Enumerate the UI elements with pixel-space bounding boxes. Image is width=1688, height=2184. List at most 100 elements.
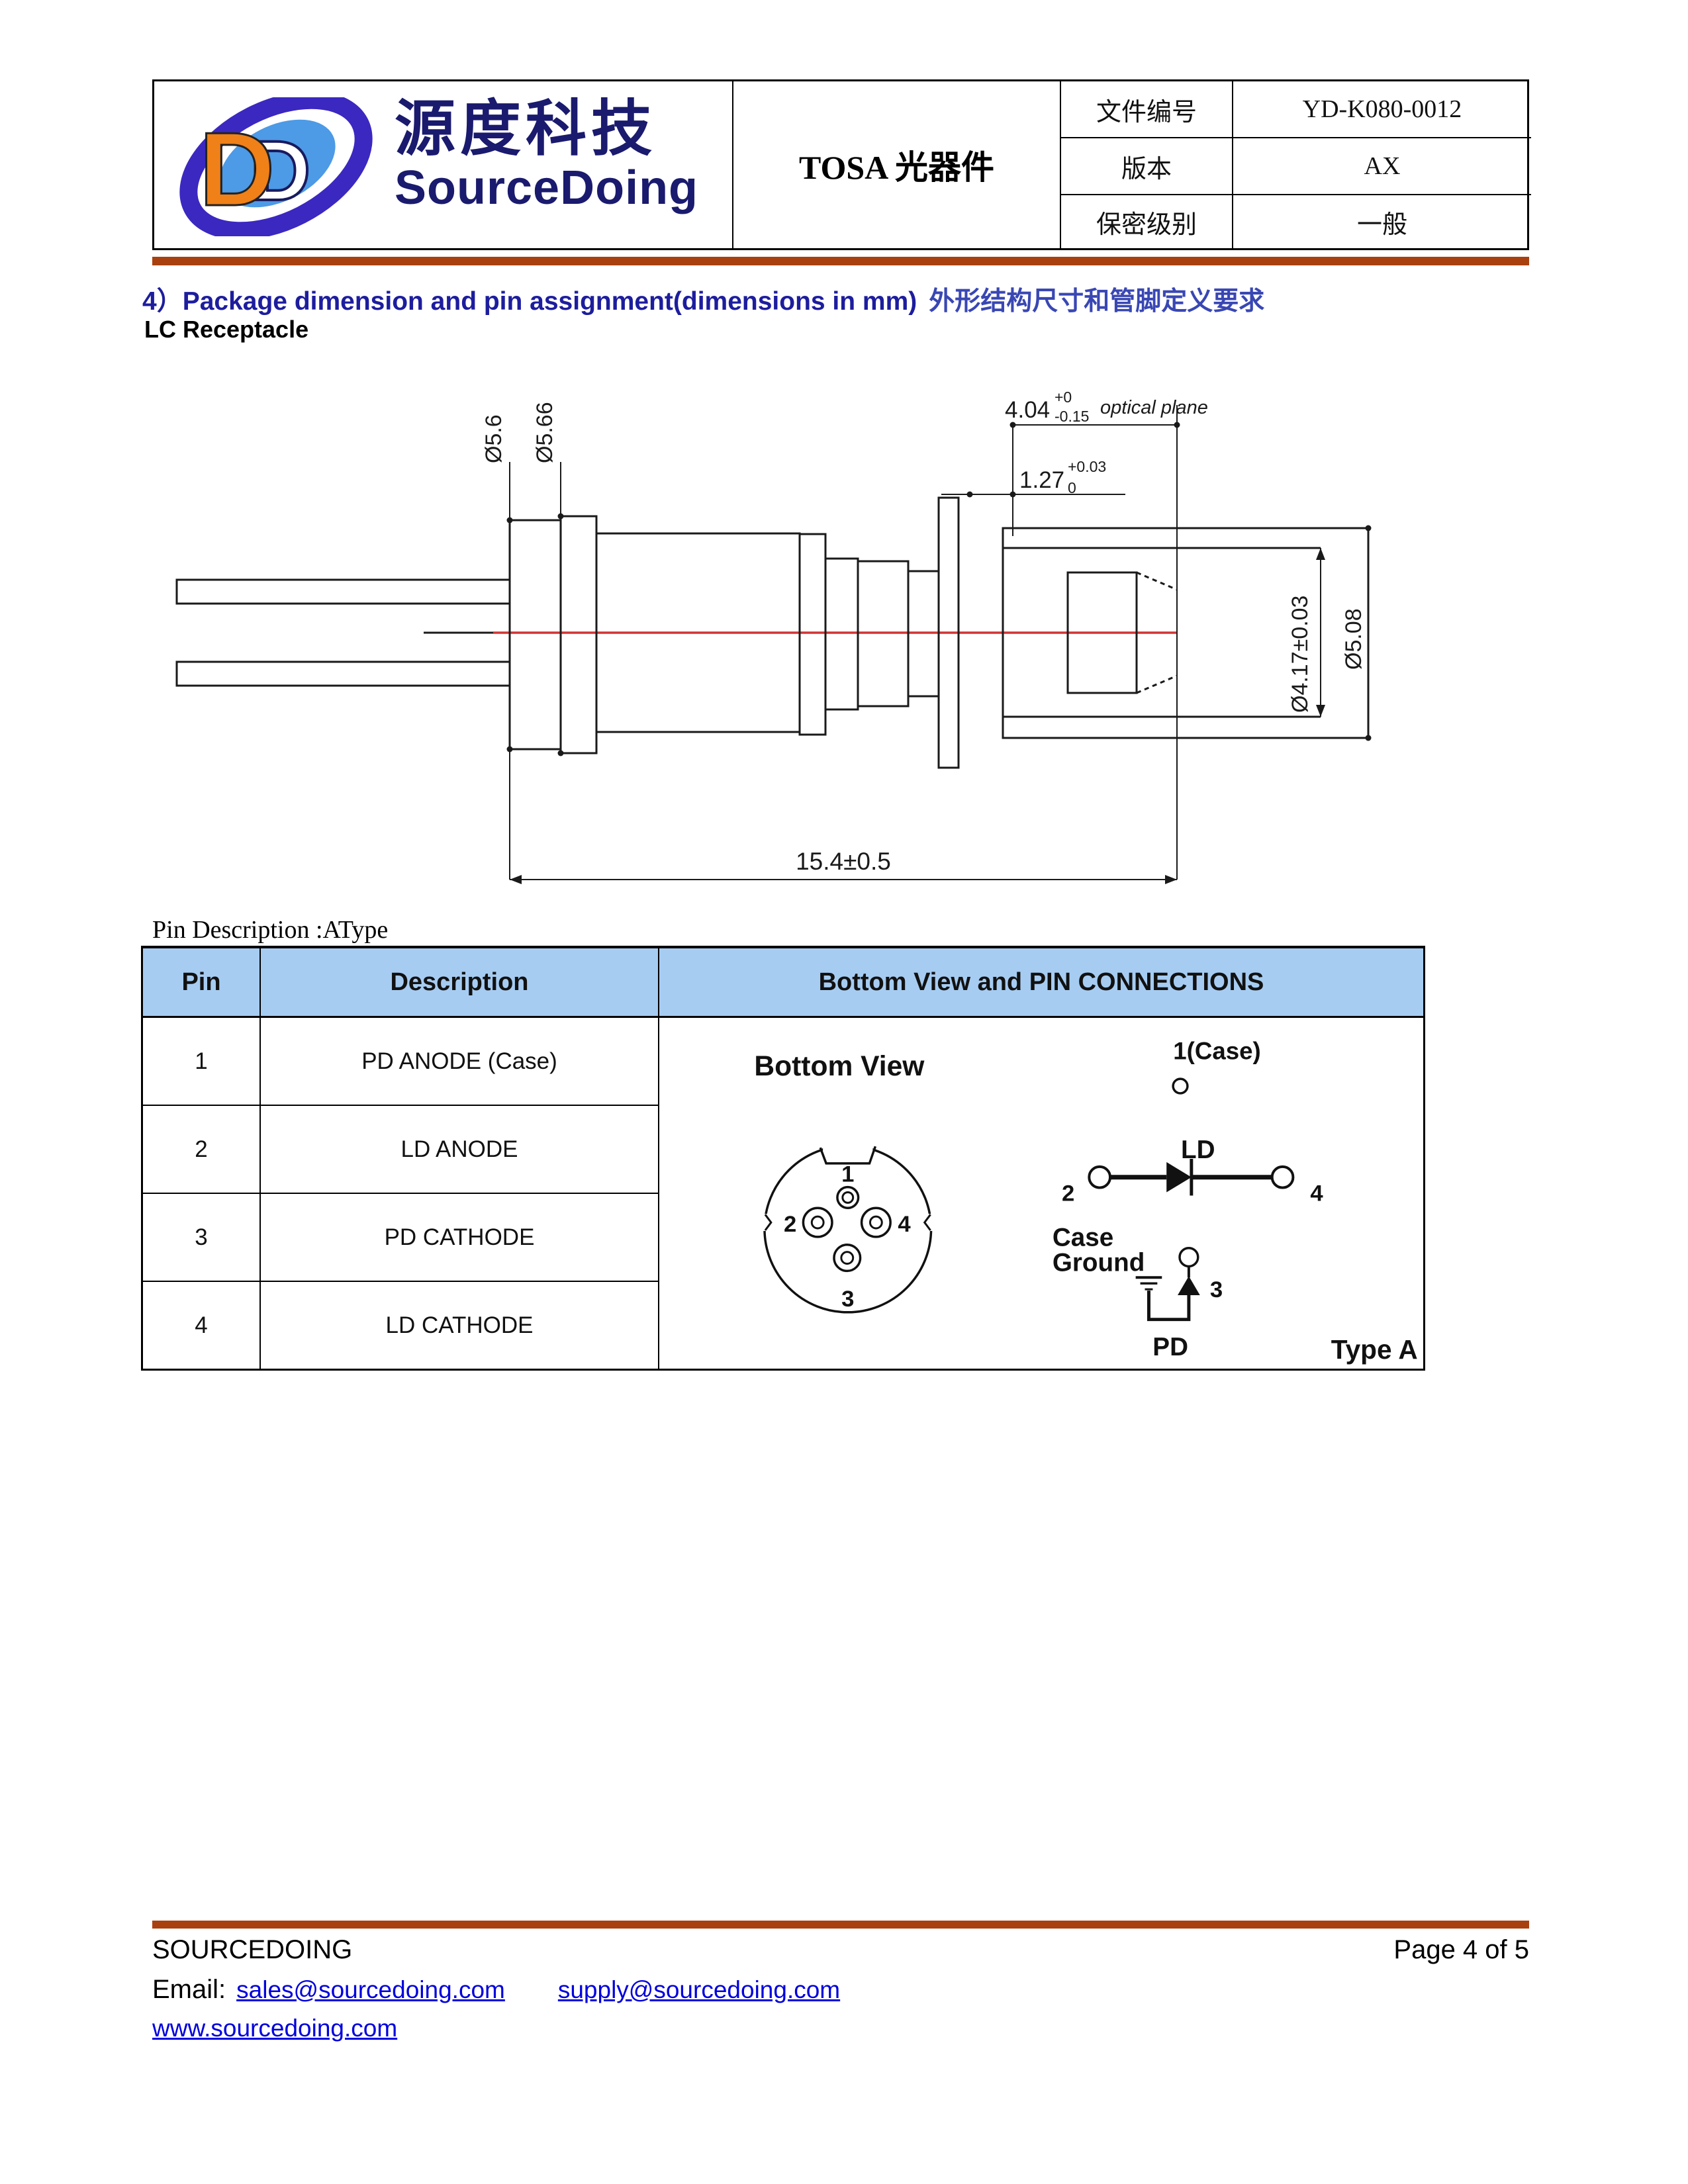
footer-company: SOURCEDOING <box>152 1935 353 1964</box>
pin1-case-label: 1(Case) <box>1173 1037 1260 1064</box>
logo-letter-d2: D <box>250 124 310 218</box>
section-title-zh: 外形结构尺寸和管脚定义要求 <box>929 287 1265 316</box>
footer-website-link[interactable]: www.sourcedoing.com <box>152 2015 398 2042</box>
flange-disc-a <box>508 519 562 751</box>
dim-404-sup: +0 <box>1055 388 1072 406</box>
type-a-label: Type A <box>1331 1334 1418 1365</box>
ground-icon <box>1135 1276 1162 1291</box>
meta-value-doc-number: YD-K080-0012 <box>1233 81 1531 138</box>
pin-table: Pin Description Bottom View and PIN CONN… <box>141 946 1425 1371</box>
can-notch <box>819 1146 877 1165</box>
ld-terminal-2 <box>1088 1165 1111 1189</box>
table-row-3-desc: PD CATHODE <box>261 1194 659 1282</box>
can-pin2-outer <box>802 1206 833 1238</box>
ld-pin4-label: 4 <box>1310 1181 1323 1206</box>
bottom-view-label: Bottom View <box>754 1050 925 1082</box>
table-row-2-desc: LD ANODE <box>261 1106 659 1194</box>
can-pin1-outer <box>836 1185 860 1210</box>
bottom-view-diagram-cell: Bottom View 1(Case) <box>659 1018 1423 1367</box>
cone-taper-bottom <box>1136 674 1178 694</box>
footer-email-sales-link[interactable]: sales@sourcedoing.com <box>236 1976 505 2003</box>
dim-154: 15.4±0.5 <box>796 848 891 875</box>
table-row-1-desc: PD ANODE (Case) <box>261 1018 659 1106</box>
section-number: 4） <box>142 287 183 316</box>
cone-taper-top <box>1136 571 1178 591</box>
can-pin4-label: 4 <box>898 1212 911 1237</box>
dim-127-sup: +0.03 <box>1068 458 1106 475</box>
table-row-1-pin: 1 <box>143 1018 261 1106</box>
can-pin1-label: 1 <box>841 1162 854 1187</box>
dim-56: Ø5.6 <box>481 414 506 463</box>
ld-diode-triangle <box>1166 1161 1192 1193</box>
can-nick-left <box>764 1214 773 1231</box>
can-pin4-inner <box>868 1215 883 1230</box>
can-pin2-label: 2 <box>784 1212 796 1237</box>
logo-text-block: 源度科技 SourceDoing <box>395 96 698 214</box>
logo-chinese-name: 源度科技 <box>395 95 657 163</box>
case-ground-label-1: Case <box>1053 1224 1113 1252</box>
logo-letter-d1: D <box>199 111 275 228</box>
pd-terminal-3 <box>1178 1246 1199 1268</box>
table-row-2-pin: 2 <box>143 1106 261 1194</box>
pd-label: PD <box>1152 1333 1188 1361</box>
pd-ground-wire <box>1147 1291 1191 1322</box>
can-nick-right <box>923 1214 931 1231</box>
dim-417: Ø4.17±0.03 <box>1288 596 1313 713</box>
doc-title-cell: TOSA 光器件 <box>733 81 1061 248</box>
section-subtitle: LC Receptacle <box>144 316 309 343</box>
logo-mark-icon: D D <box>179 97 373 236</box>
lead-pin-bottom <box>175 660 511 687</box>
sourcedoing-logo: D D 源度科技 SourceDoing <box>166 96 722 236</box>
meta-label-secrecy: 保密级别 <box>1061 195 1233 248</box>
doc-title: TOSA 光器件 <box>799 149 994 186</box>
pd-diode-triangle <box>1178 1276 1200 1296</box>
can-pin1-inner <box>841 1191 855 1204</box>
lead-pin-top <box>175 578 511 605</box>
col-header-bottom-view: Bottom View and PIN CONNECTIONS <box>659 948 1423 1018</box>
dim-404: 4.04 <box>1005 397 1050 423</box>
footer-email-line: Email: sales@sourcedoing.com supply@source… <box>152 1975 840 2005</box>
ld-label: LD <box>1181 1136 1215 1164</box>
col-header-description: Description <box>261 948 659 1018</box>
dim-508: Ø5.08 <box>1341 608 1366 670</box>
ld-pin2-label: 2 <box>1062 1181 1074 1206</box>
footer-email-label: Email: <box>152 1975 226 2004</box>
can-pin2-inner <box>810 1215 825 1230</box>
footer-line-1: SOURCEDOING Page 4 of 5 <box>152 1935 1529 1965</box>
pd-pin3-label: 3 <box>1210 1277 1223 1302</box>
case-ground-label-2: Ground <box>1053 1248 1145 1277</box>
header-rule <box>152 257 1529 265</box>
table-row-4-pin: 4 <box>143 1282 261 1369</box>
step-ring-2 <box>824 557 859 711</box>
optical-plane-label: optical plane <box>1100 397 1208 418</box>
footer-website-line: www.sourcedoing.com <box>152 2015 397 2042</box>
package-drawing: Ø5.6 Ø5.66 4.04 +0 -0.15 optical plane 1… <box>175 388 1372 884</box>
header-table: D D 源度科技 SourceDoing TOSA 光器件 文件编号 YD-K0… <box>152 79 1531 250</box>
footer-page-number: Page 4 of 5 <box>1393 1935 1529 1964</box>
footer-rule <box>152 1921 1529 1929</box>
dim-127-sub: 0 <box>1068 479 1076 496</box>
logo-english-name: SourceDoing <box>395 161 699 214</box>
meta-value-version: AX <box>1233 138 1531 195</box>
can-pin3-inner <box>840 1251 855 1265</box>
col-header-pin: Pin <box>143 948 261 1018</box>
can-pin4-outer <box>860 1206 892 1238</box>
dim-566: Ø5.66 <box>532 402 557 463</box>
dim-404-sub: -0.15 <box>1055 408 1089 425</box>
step-ring-1 <box>798 533 827 736</box>
meta-value-secrecy: 一般 <box>1356 210 1407 239</box>
dim-127: 1.27 <box>1019 467 1064 493</box>
logo-cell: D D 源度科技 SourceDoing <box>154 81 733 248</box>
meta-label-doc-number: 文件编号 <box>1061 81 1233 138</box>
mounting-panel <box>937 496 960 769</box>
footer-email-supply-link[interactable]: supply@sourcedoing.com <box>557 1976 841 2003</box>
can-pin3-outer <box>833 1244 862 1273</box>
can-pin3-label: 3 <box>841 1287 854 1312</box>
bottom-view-diagram: Bottom View 1(Case) <box>754 1037 1418 1365</box>
table-row-4-desc: LD CATHODE <box>261 1282 659 1369</box>
meta-label-version: 版本 <box>1061 138 1233 195</box>
section-title-en: Package dimension and pin assignment(dim… <box>182 287 917 316</box>
table-row-3-pin: 3 <box>143 1194 261 1282</box>
ferrule-cone <box>1066 571 1138 694</box>
